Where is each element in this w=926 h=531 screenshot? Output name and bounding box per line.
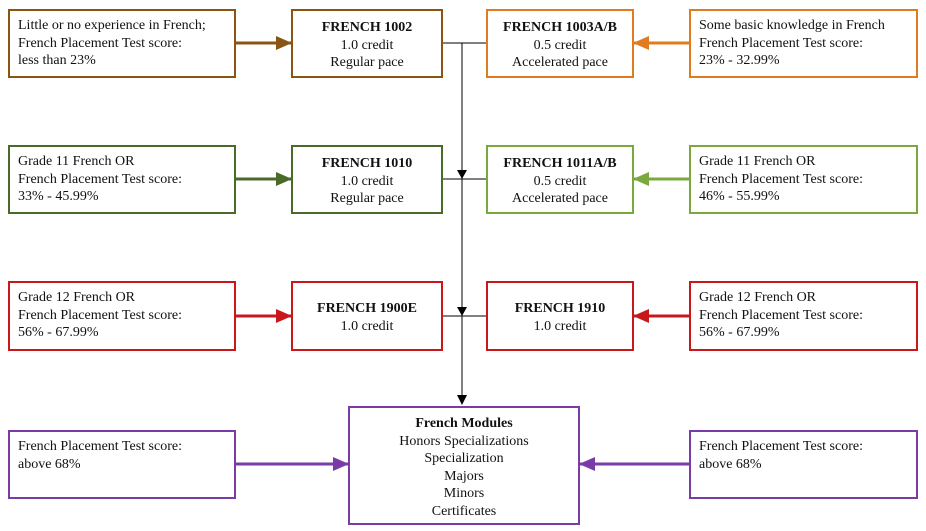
input-text: French Placement Test score:: [699, 35, 863, 51]
course-detail: 0.5 credit: [533, 37, 587, 53]
input-box-row1-right: Some basic knowledge in French French Pl…: [689, 9, 918, 78]
input-text: French Placement Test score:: [699, 307, 863, 323]
input-box-row3-left: Grade 12 French OR French Placement Test…: [8, 281, 236, 351]
course-detail: Regular pace: [330, 191, 404, 206]
spine-arrow-row2: [457, 170, 467, 179]
course-box-french-1010: FRENCH 1010 1.0 credit Regular pace: [291, 145, 443, 214]
input-text: 33% - 45.99%: [18, 189, 99, 204]
input-box-bottom-right: French Placement Test score: above 68%: [689, 430, 918, 499]
modules-box: French Modules Honors Specializations Sp…: [348, 406, 580, 525]
course-box-french-1900e: FRENCH 1900E 1.0 credit: [291, 281, 443, 351]
course-box-french-1003ab: FRENCH 1003A/B 0.5 credit Accelerated pa…: [486, 9, 634, 78]
course-detail: 1.0 credit: [533, 318, 587, 334]
modules-item: Specialization: [424, 451, 504, 466]
modules-item: Honors Specializations: [399, 433, 529, 449]
modules-item: Majors: [444, 468, 484, 484]
course-detail: 1.0 credit: [340, 318, 394, 334]
modules-item: Certificates: [431, 503, 497, 519]
input-text: Grade 11 French OR: [699, 154, 816, 169]
input-text: above 68%: [699, 456, 762, 472]
input-text: French Placement Test score:: [18, 35, 182, 51]
input-text: French Placement Test score:: [18, 171, 182, 187]
course-title: FRENCH 1900E: [317, 301, 417, 316]
course-title: FRENCH 1002: [321, 20, 413, 35]
input-box-bottom-left: French Placement Test score: above 68%: [8, 430, 236, 499]
course-detail: Regular pace: [330, 55, 404, 70]
input-box-row1-left: Little or no experience in French; Frenc…: [8, 9, 236, 78]
input-text: French Placement Test score:: [699, 439, 863, 454]
course-detail: Accelerated pace: [512, 191, 608, 206]
input-text: Grade 11 French OR: [18, 154, 135, 169]
course-box-french-1011ab: FRENCH 1011A/B 0.5 credit Accelerated pa…: [486, 145, 634, 214]
course-detail: 0.5 credit: [533, 173, 587, 189]
input-text: Little or no experience in French;: [18, 18, 206, 33]
modules-item: Minors: [443, 486, 485, 501]
input-text: Some basic knowledge in French: [699, 18, 885, 33]
input-box-row2-right: Grade 11 French OR French Placement Test…: [689, 145, 918, 214]
input-box-row2-left: Grade 11 French OR French Placement Test…: [8, 145, 236, 214]
input-text: Grade 12 French OR: [699, 290, 817, 305]
input-text: 23% - 32.99%: [699, 53, 780, 68]
course-detail: 1.0 credit: [340, 173, 394, 189]
course-detail: 1.0 credit: [340, 37, 394, 53]
course-title: FRENCH 1910: [514, 301, 606, 316]
course-title: FRENCH 1003A/B: [503, 20, 617, 35]
modules-title: French Modules: [415, 416, 513, 431]
input-text: 46% - 55.99%: [699, 189, 780, 204]
course-title: FRENCH 1011A/B: [503, 156, 617, 171]
input-text: less than 23%: [18, 53, 96, 68]
input-text: French Placement Test score:: [18, 439, 182, 454]
input-box-row3-right: Grade 12 French OR French Placement Test…: [689, 281, 918, 351]
input-text: Grade 12 French OR: [18, 290, 136, 305]
course-detail: Accelerated pace: [512, 55, 608, 70]
course-box-french-1910: FRENCH 1910 1.0 credit: [486, 281, 634, 351]
course-title: FRENCH 1010: [321, 156, 413, 171]
input-text: French Placement Test score:: [18, 307, 182, 323]
spine-arrow-row3: [457, 307, 467, 316]
input-text: 56% - 67.99%: [18, 325, 99, 340]
input-text: 56% - 67.99%: [699, 325, 780, 340]
course-box-french-1002: FRENCH 1002 1.0 credit Regular pace: [291, 9, 443, 78]
input-text: above 68%: [18, 456, 81, 472]
input-text: French Placement Test score:: [699, 171, 863, 187]
